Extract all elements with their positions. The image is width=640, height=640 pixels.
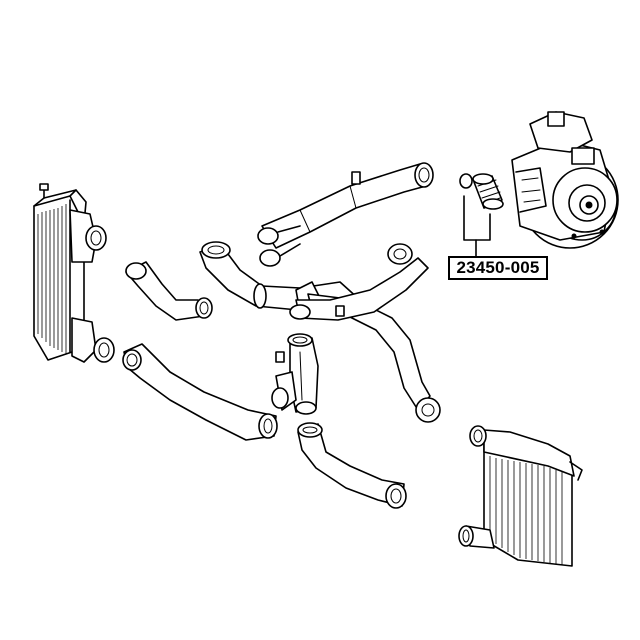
hose-sleeve bbox=[459, 173, 504, 257]
turbocharger bbox=[511, 111, 619, 249]
charge-air-hose-lower-center bbox=[297, 422, 407, 509]
charge-air-hose-central bbox=[199, 241, 441, 423]
y-pipe bbox=[271, 333, 319, 415]
part-number-label: 23450-005 bbox=[448, 256, 548, 280]
intercooler-left bbox=[33, 183, 115, 363]
upper-intake-pipe bbox=[257, 162, 434, 267]
charge-air-hose-lower-left bbox=[122, 343, 278, 441]
intercooler-right bbox=[458, 425, 583, 567]
charge-air-hose-upper-left bbox=[125, 261, 213, 321]
